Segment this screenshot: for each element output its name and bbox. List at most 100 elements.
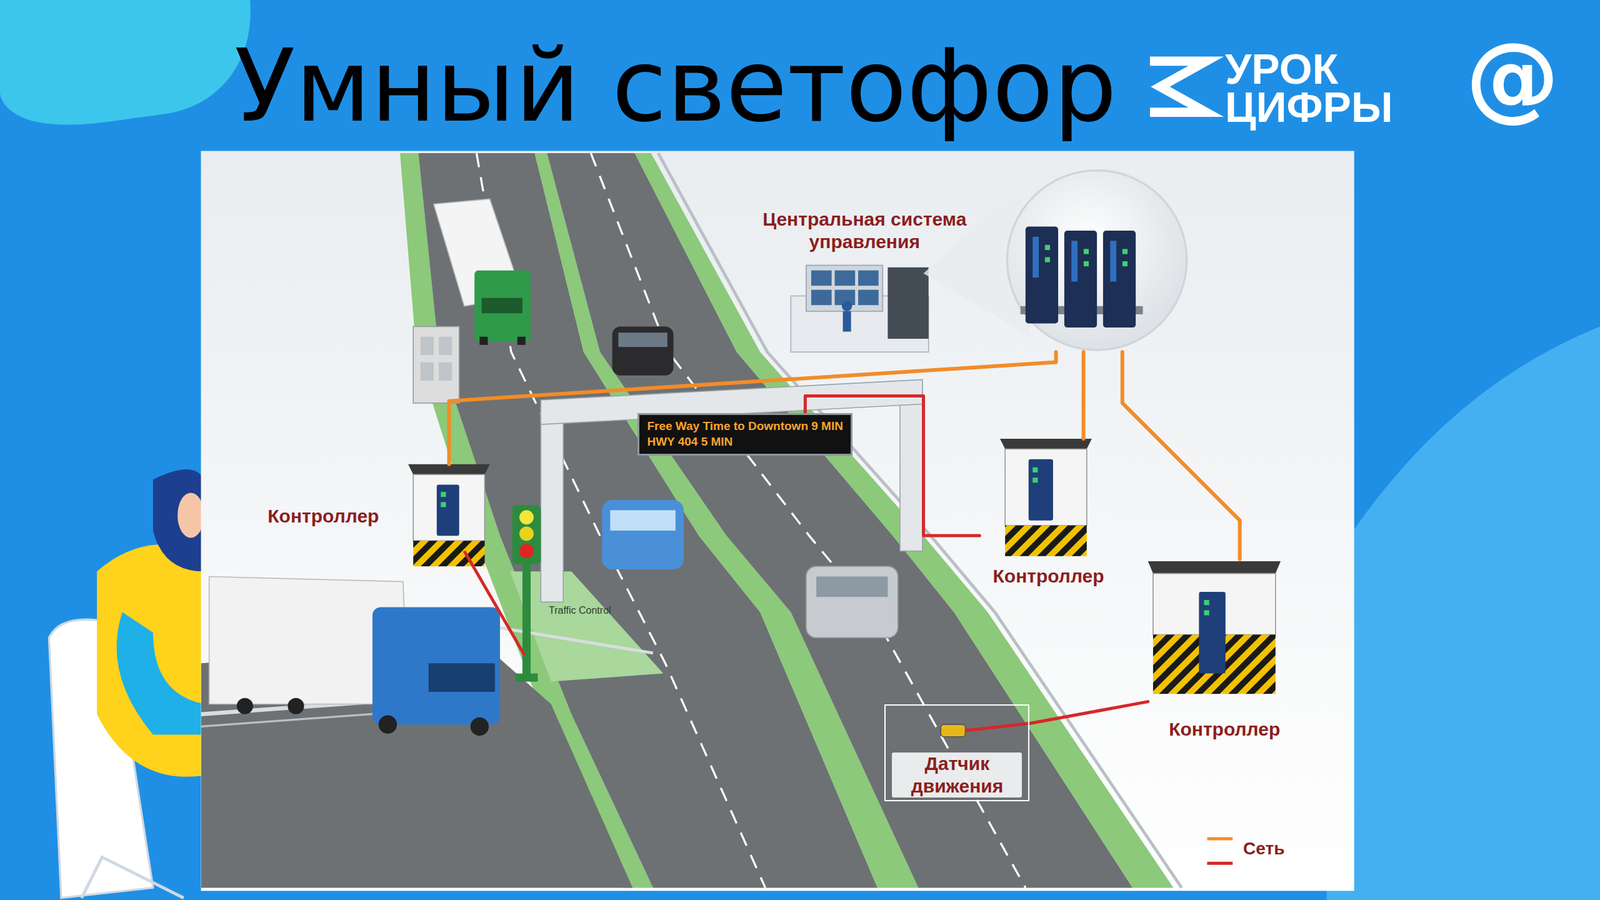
silver-car: [806, 566, 899, 638]
control-console: [811, 270, 832, 286]
traffic-light: [519, 543, 534, 559]
roadside-cabinet: [438, 336, 452, 355]
person-figure: [48, 469, 204, 899]
control-console: [843, 311, 852, 332]
message-sign: Free Way Time to Downtown 9 MINHWY 404 5…: [637, 413, 853, 455]
person-figure: [177, 493, 204, 539]
green-truck: [517, 336, 526, 345]
blue-truck: [378, 715, 397, 734]
control-console: [806, 265, 883, 311]
illustration-panel: [201, 151, 1355, 892]
black-car: [612, 326, 674, 375]
traffic-light: [515, 673, 538, 682]
magnified-hub: [1083, 248, 1089, 254]
controller-cabinet: [1028, 459, 1054, 521]
legend-text: Сеть: [1243, 838, 1285, 860]
controller-cabinet: [413, 474, 485, 541]
logo-text: УРОК ЦИФРЫ: [1225, 50, 1413, 127]
road: [546, 153, 1133, 889]
logo-chevron: [1150, 61, 1207, 113]
controller-cabinet: [1148, 561, 1281, 694]
controller-box: Контроллер: [979, 438, 1117, 589]
controller-cabinet: [1005, 448, 1087, 525]
blue-truck: [287, 698, 304, 715]
legend-item: Сеть: [1243, 838, 1285, 860]
legend-line-sample: [1206, 838, 1233, 864]
highway-scene: [201, 151, 1355, 892]
network-links: [448, 351, 1240, 724]
network-link: [448, 351, 1056, 465]
silver-car: [816, 576, 888, 597]
roadside-cabinet: [438, 362, 452, 381]
control-console: [835, 270, 856, 286]
green-truck: [481, 298, 523, 314]
network-link: [1081, 351, 1086, 439]
control-console: [858, 270, 879, 286]
magnified-hub: [923, 170, 1187, 350]
controller-cabinet: [1000, 438, 1092, 557]
person-figure: [96, 544, 204, 777]
sign-text: Traffic Control: [548, 605, 612, 617]
gantry: [540, 379, 923, 602]
node-label: Центральная система управления: [751, 208, 977, 254]
signal-wire: [965, 723, 1029, 731]
roadside-cabinet: [413, 326, 459, 403]
control-console: [887, 267, 929, 339]
traffic-light: [522, 559, 531, 680]
traffic-light: [519, 526, 534, 541]
blue-truck: [236, 698, 254, 715]
controller-cabinet: [1032, 467, 1038, 473]
green-truck: [479, 336, 488, 345]
node-label: HWY 404 5 MIN: [646, 434, 844, 450]
traffic-light: [519, 510, 534, 525]
green-truck: [474, 270, 531, 342]
controller-cabinet: [1204, 610, 1210, 615]
magnified-hub: [1083, 261, 1089, 267]
controller-cabinet: [440, 491, 446, 497]
slide-background: [0, 0, 251, 125]
silver-car: [806, 566, 899, 638]
road: [479, 624, 654, 654]
node-label: Контроллер: [993, 565, 1105, 588]
traffic-light: [512, 505, 542, 682]
roadside-cabinet: [420, 362, 434, 381]
controller-cabinet: [1032, 477, 1038, 483]
node-label: Free Way Time to Downtown 9 MIN: [646, 418, 844, 435]
blue-truck: [428, 663, 495, 692]
roadside-cabinet: [413, 326, 459, 403]
controller-box: Контроллер: [1148, 559, 1302, 742]
magnified-hub: [1045, 256, 1050, 262]
control-center: Центральная система управления: [751, 204, 1189, 353]
magnified-hub: [1103, 230, 1136, 328]
slide-background: [1326, 326, 1600, 900]
blue-car: [601, 500, 684, 570]
controller-cabinet: [1005, 525, 1087, 557]
controller-cabinet: [413, 540, 485, 567]
magnified-hub: [1064, 230, 1097, 328]
motion-sensor: [940, 724, 965, 737]
black-car: [612, 326, 674, 375]
controller-cabinet: [1198, 591, 1225, 674]
road: [658, 153, 1182, 889]
controller-cabinet: [408, 464, 490, 567]
traffic-light: [512, 505, 542, 565]
magnified-hub: [1110, 240, 1117, 282]
magnified-hub: [1006, 170, 1187, 350]
blue-car: [601, 500, 684, 570]
magnified-hub: [1045, 245, 1050, 250]
highway-scene: [201, 151, 1355, 892]
logo-chevron: [1150, 61, 1207, 113]
gantry: [900, 387, 923, 551]
slide-title: Умный светофор: [234, 36, 1117, 137]
magnified-hub: [1071, 240, 1078, 282]
blue-truck: [209, 576, 500, 736]
roadside-cabinet: [420, 336, 434, 355]
signal-wire: [464, 551, 525, 656]
road: [476, 153, 765, 889]
node-label: Контроллер: [1168, 718, 1280, 741]
motion-sensor-box: Датчик движения: [884, 704, 1030, 802]
controller-cabinet: [1000, 438, 1092, 449]
controller-cabinet: [436, 485, 460, 537]
